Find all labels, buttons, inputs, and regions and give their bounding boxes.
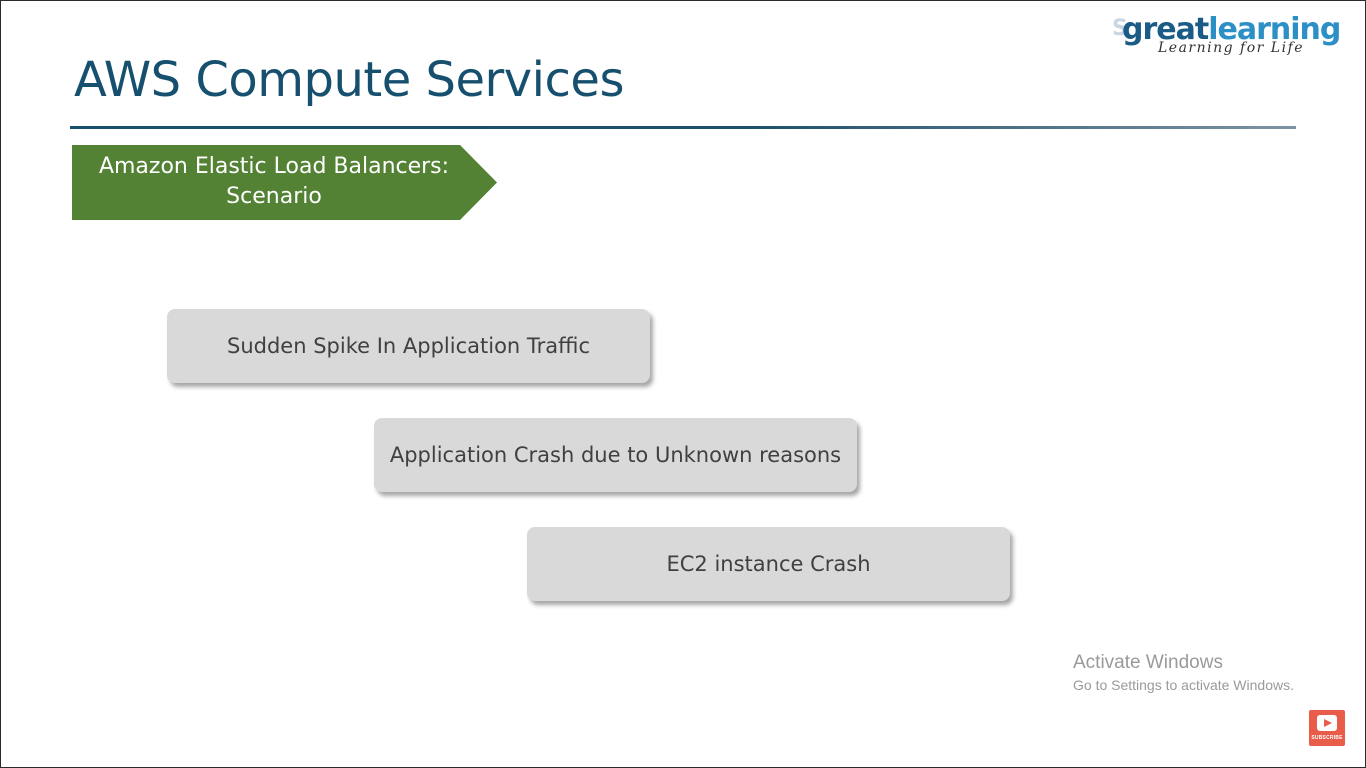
watermark-title: Activate Windows (1073, 652, 1223, 673)
title-divider (70, 126, 1296, 129)
scenario-text: Sudden Spike In Application Traffic (227, 334, 590, 358)
greatlearning-logo: S greatlearning Learning for Life (1112, 12, 1344, 60)
logo-word-great: great (1122, 12, 1209, 47)
scenario-text: Application Crash due to Unknown reasons (389, 443, 842, 467)
scenario-box-traffic-spike: Sudden Spike In Application Traffic (167, 309, 650, 383)
logo-shadow-letter: S (1112, 16, 1128, 41)
section-chevron: Amazon Elastic Load Balancers: Scenario (72, 145, 497, 220)
section-label-line2: Scenario (226, 184, 322, 209)
slide-title: AWS Compute Services (74, 52, 624, 108)
subscribe-label: SUBSCRIBE (1311, 735, 1343, 741)
play-icon (1317, 715, 1337, 731)
watermark-subtitle: Go to Settings to activate Windows. (1073, 677, 1294, 693)
activate-windows-watermark: Activate Windows Go to Settings to activ… (1073, 651, 1294, 695)
scenario-text: EC2 instance Crash (666, 552, 871, 576)
scenario-box-application-crash: Application Crash due to Unknown reasons (374, 418, 857, 492)
logo-wordmark: greatlearning (1122, 12, 1341, 48)
logo-word-learning: learning (1208, 12, 1341, 47)
section-label-line1: Amazon Elastic Load Balancers: (98, 154, 450, 179)
section-label: Amazon Elastic Load Balancers: Scenario (72, 152, 476, 212)
scenario-box-ec2-crash: EC2 instance Crash (527, 527, 1010, 601)
logo-tagline: Learning for Life (1158, 40, 1305, 56)
subscribe-button[interactable]: SUBSCRIBE (1309, 710, 1345, 746)
